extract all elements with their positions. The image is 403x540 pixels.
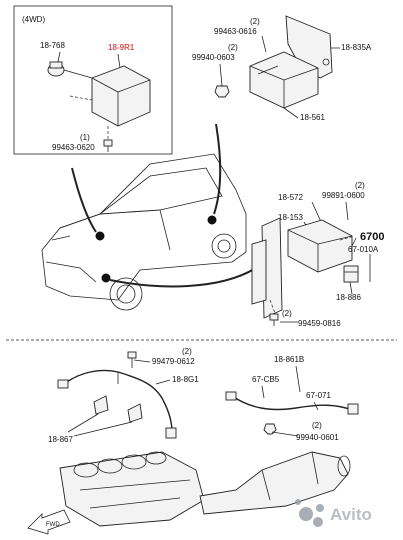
fwd-label: FWD	[46, 522, 60, 528]
car-location-sensor-front	[101, 273, 111, 283]
fwd-arrow-icon: FWD	[27, 509, 71, 535]
box-4wd-title: (4WD)	[22, 15, 45, 24]
bolt-qty-mid: (2)	[355, 181, 365, 190]
box-4wd-frame	[13, 5, 173, 155]
bolt-qty-top: (2)	[250, 17, 260, 26]
sensor-qty-bottom: (2)	[182, 347, 192, 356]
bracket-18-153	[251, 217, 283, 319]
car-location-module-rear	[207, 215, 217, 225]
bolt-qty-4wd: (1)	[80, 133, 90, 142]
label-18-835a: 18-835A	[341, 43, 372, 52]
label-67-071: 67-071	[306, 391, 331, 400]
nut-qty-top: (2)	[228, 43, 238, 52]
label-99891-0600: 99891-0600	[322, 191, 365, 200]
exhaust-manifold	[59, 451, 205, 527]
module-18-9r1	[91, 65, 151, 127]
clip-qty-bottom: (2)	[312, 421, 322, 430]
label-99463-0620: 99463-0620	[52, 143, 95, 152]
screw-99459-0816	[269, 313, 279, 326]
label-18-561: 18-561	[300, 113, 325, 122]
label-18-9r1: 18-9R1	[108, 43, 135, 52]
label-18-153: 18-153	[278, 213, 303, 222]
label-99940-0603: 99940-0603	[192, 53, 235, 62]
bolt-99463-0620	[103, 139, 113, 152]
code-6700: 6700	[360, 231, 384, 243]
sensor-harness-18-861b	[225, 391, 359, 415]
bracket-18-835a	[285, 15, 333, 79]
label-18-572: 18-572	[278, 193, 303, 202]
label-99940-0601: 99940-0601	[296, 433, 339, 442]
avito-watermark: Avito	[295, 499, 372, 527]
avito-watermark-text: Avito	[330, 505, 372, 524]
label-18-768: 18-768	[40, 41, 65, 50]
sensor-18-768	[47, 61, 65, 77]
clip-99940-0601	[263, 423, 277, 435]
label-99479-0612: 99479-0612	[152, 357, 195, 366]
vehicle-outline	[41, 153, 247, 311]
connector-18-886	[343, 265, 359, 283]
module-18-561	[249, 51, 319, 109]
label-18-8g1: 18-8G1	[172, 375, 199, 384]
nut-99940-0603	[214, 85, 230, 98]
sensor-harness-18-8g1	[57, 369, 177, 439]
bolt-99479-0612	[127, 351, 137, 368]
label-67-010a: 67-010A	[348, 245, 379, 254]
module-18-572	[287, 219, 353, 273]
label-67-cb5: 67-CB5	[252, 375, 280, 384]
label-18-867: 18-867	[48, 435, 73, 444]
car-location-module-front	[95, 231, 105, 241]
screw-qty-mid: (2)	[282, 309, 292, 318]
label-18-861b: 18-861B	[274, 355, 304, 364]
avito-logo-icon	[299, 507, 313, 521]
clip-18-867-left	[93, 395, 143, 423]
label-99463-0616: 99463-0616	[214, 27, 257, 36]
label-99459-0816: 99459-0816	[298, 319, 341, 328]
label-18-886: 18-886	[336, 293, 361, 302]
exhaust-pipe	[199, 451, 351, 515]
